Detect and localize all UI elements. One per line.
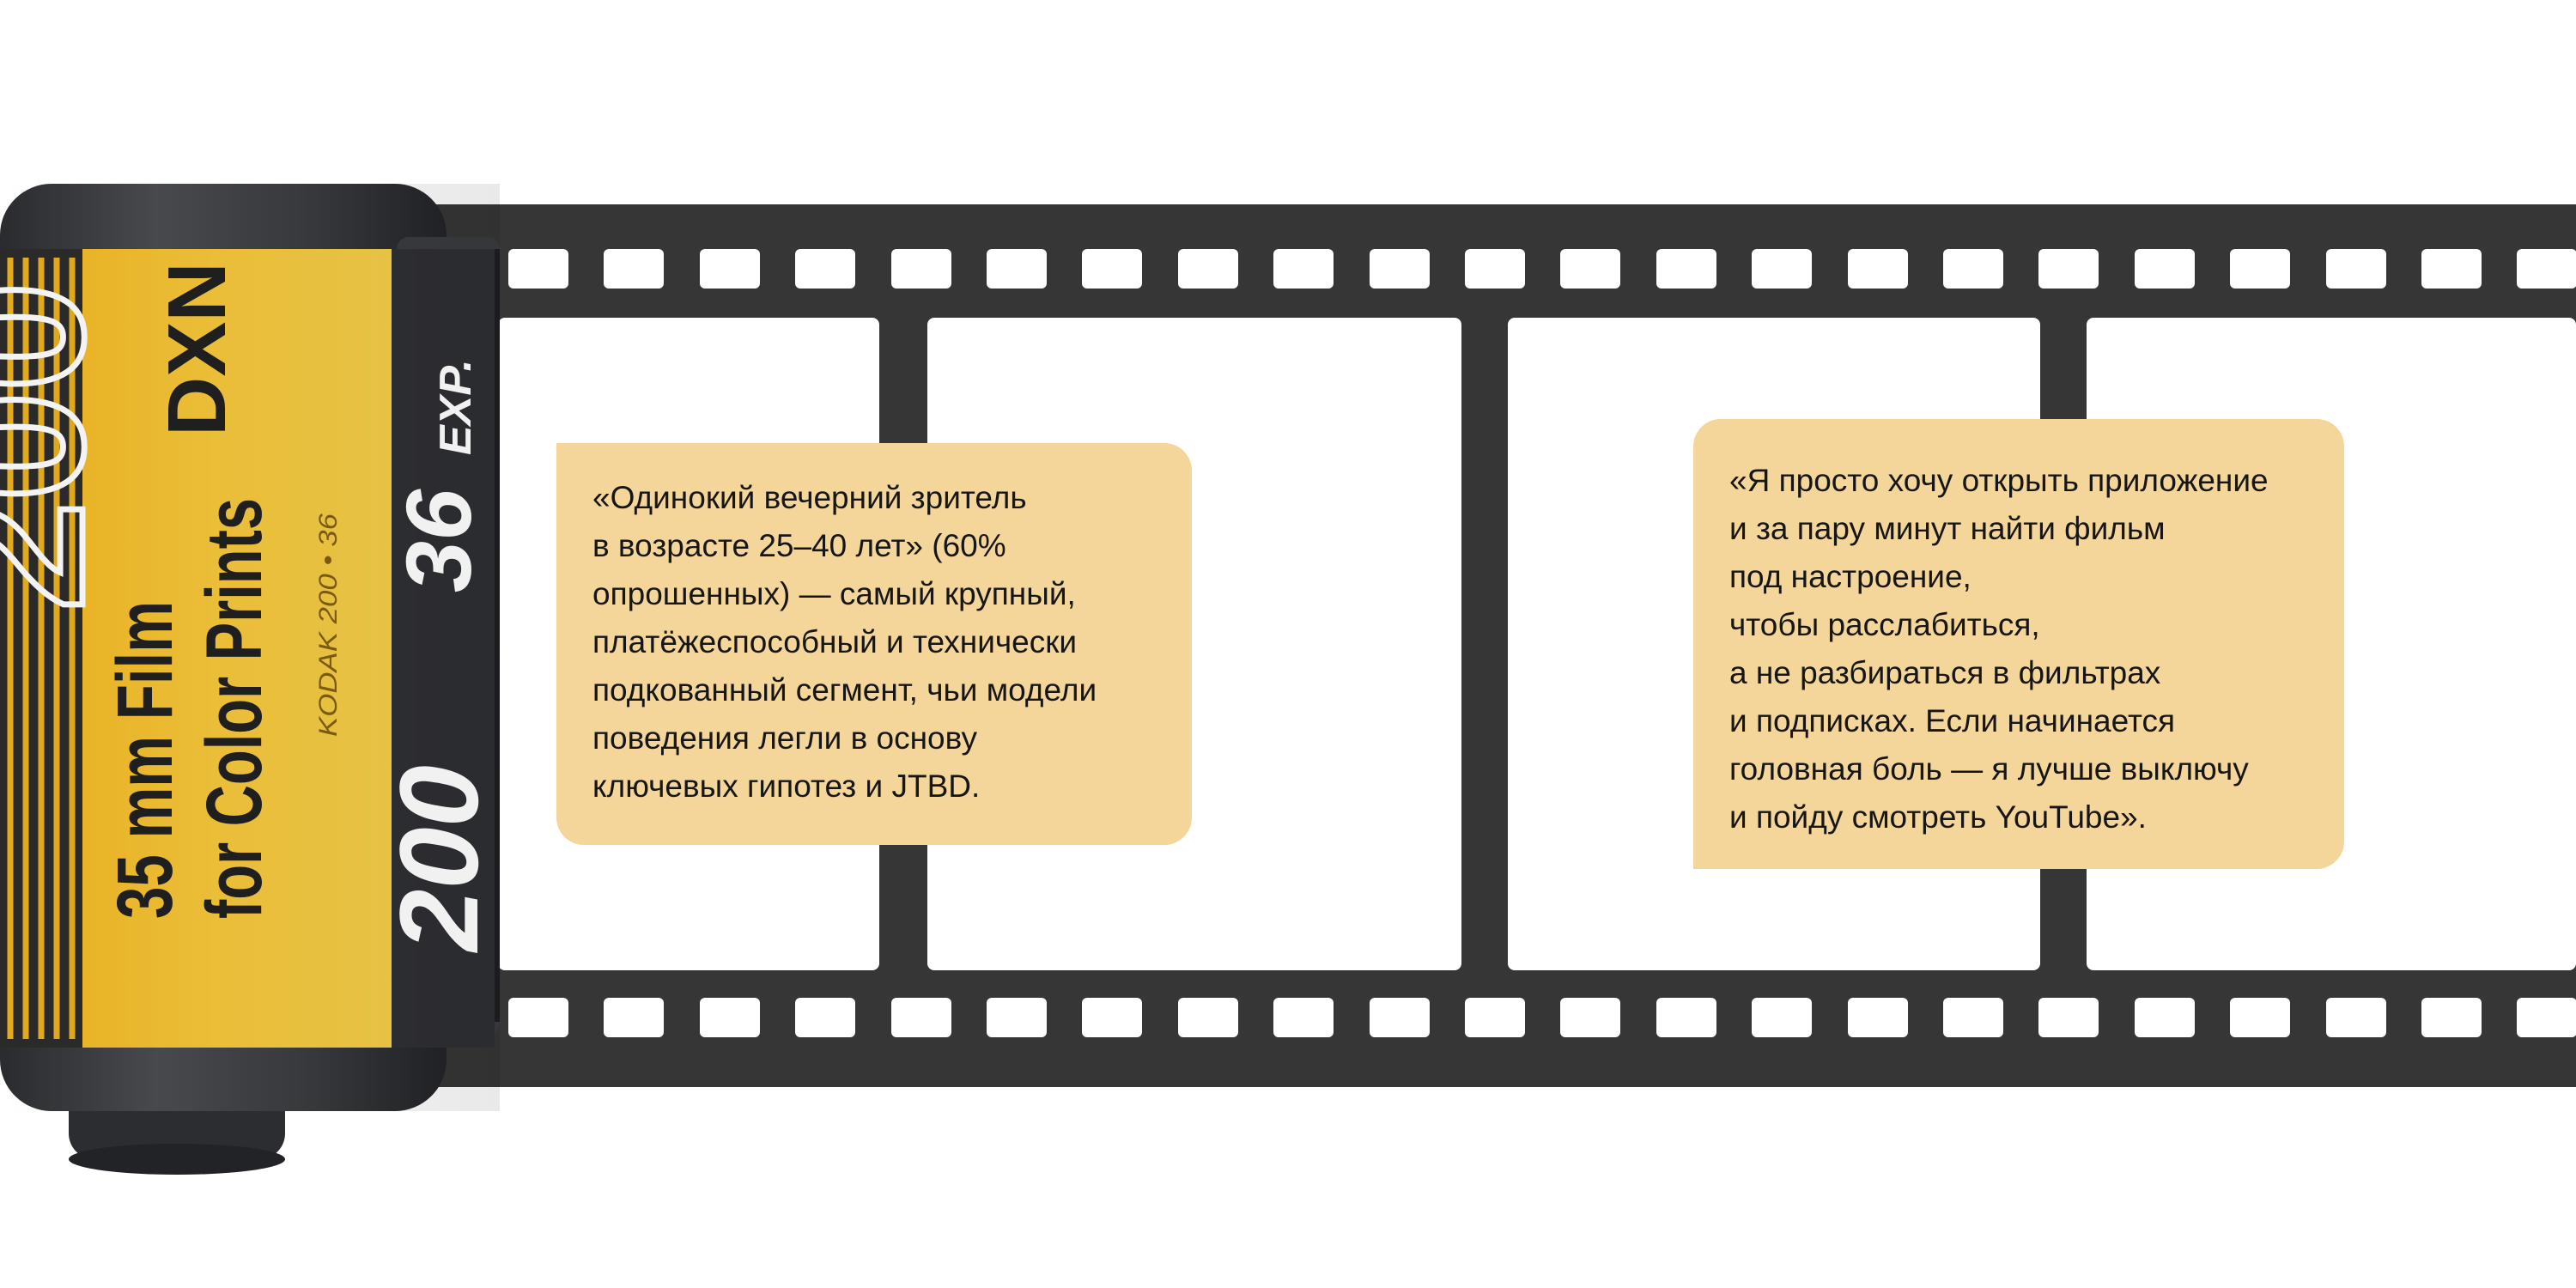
quote-right-line: и подписках. Если начинается <box>1729 703 2176 738</box>
quote-right-line: и пойду смотреть YouTube». <box>1729 799 2147 835</box>
quote-right-line: а не разбираться в фильтрах <box>1729 655 2161 690</box>
sprocket-hole <box>1273 998 1334 1037</box>
sprocket-hole <box>1848 249 1908 289</box>
canister-exp-suffix: EXP. <box>431 359 481 455</box>
sprocket-hole <box>604 249 664 289</box>
quote-left-line: подкованный сегмент, чьи модели <box>592 672 1097 708</box>
sprocket-hole <box>700 998 760 1037</box>
sprocket-hole <box>604 998 664 1037</box>
sprocket-hole <box>891 249 951 289</box>
quote-card-right: «Я просто хочу открыть приложение и за п… <box>1693 419 2344 869</box>
sprocket-hole <box>1370 998 1430 1037</box>
quote-left-line: ключевых гипотез и JTBD. <box>592 769 981 804</box>
sprocket-hole <box>1082 249 1142 289</box>
sprocket-hole <box>795 998 855 1037</box>
quote-card-left: «Одинокий вечерний зритель в возрасте 25… <box>556 443 1192 845</box>
quote-left-line: поведения легли в основу <box>592 720 977 756</box>
sprocket-hole <box>2135 249 2195 289</box>
sprocket-hole <box>987 998 1047 1037</box>
sprocket-holes-top <box>508 249 2576 289</box>
quote-left-line: «Одинокий вечерний зритель <box>592 480 1027 515</box>
sprocket-hole <box>2038 998 2099 1037</box>
sprocket-hole <box>1752 998 1812 1037</box>
sprocket-hole <box>2038 249 2099 289</box>
sprocket-hole <box>508 998 568 1037</box>
sprocket-hole <box>2421 249 2482 289</box>
canister-small-print: KODAK 200 • 36 <box>314 513 343 737</box>
quote-right-line: «Я просто хочу открыть приложение <box>1729 463 2269 498</box>
quote-right-line: под настроение, <box>1729 559 1971 594</box>
sprocket-hole <box>2421 998 2482 1037</box>
quote-right-line: головная боль — я лучше выключу <box>1729 751 2249 787</box>
sprocket-hole <box>2135 998 2195 1037</box>
sprocket-hole <box>2326 249 2386 289</box>
sprocket-holes-bottom <box>508 998 2576 1037</box>
sprocket-hole <box>1943 249 2003 289</box>
sprocket-hole <box>1082 998 1142 1037</box>
canister-format-line2: for Color Prints <box>191 498 278 919</box>
canister-iso-label: 200 <box>376 765 501 954</box>
sprocket-hole <box>1656 998 1716 1037</box>
sprocket-hole <box>700 249 760 289</box>
sprocket-hole <box>1560 998 1620 1037</box>
sprocket-hole <box>1943 998 2003 1037</box>
quote-left-line: платёжеспособный и технически <box>592 624 1078 659</box>
sprocket-hole <box>1178 249 1238 289</box>
canister-big-number: 200 <box>0 282 125 611</box>
canister-brand-mark: DXN <box>151 262 243 436</box>
sprocket-hole <box>2517 998 2576 1037</box>
sprocket-hole <box>1178 998 1238 1037</box>
sprocket-hole <box>2326 998 2386 1037</box>
sprocket-hole <box>1560 249 1620 289</box>
sprocket-hole <box>508 249 568 289</box>
quote-right-line: чтобы расслабиться, <box>1729 607 2040 642</box>
sprocket-hole <box>891 998 951 1037</box>
sprocket-hole <box>1752 249 1812 289</box>
sprocket-hole <box>1656 249 1716 289</box>
film-canister: 200 35 mm Film for Color Prints KODAK 20… <box>0 184 501 1175</box>
canister-exp-count: 36 <box>386 489 490 592</box>
sprocket-hole <box>1465 998 1525 1037</box>
quote-left-line: опрошенных) — самый крупный, <box>592 576 1076 611</box>
sprocket-hole <box>987 249 1047 289</box>
quote-right-line: и за пару минут найти фильм <box>1729 511 2166 546</box>
sprocket-hole <box>2517 249 2576 289</box>
sprocket-hole <box>2230 998 2290 1037</box>
sprocket-hole <box>2230 249 2290 289</box>
sprocket-hole <box>1273 249 1334 289</box>
sprocket-hole <box>1848 998 1908 1037</box>
sprocket-hole <box>1370 249 1430 289</box>
quote-left-line: в возрасте 25–40 лет» (60% <box>592 528 1006 563</box>
sprocket-hole <box>1465 249 1525 289</box>
sprocket-hole <box>795 249 855 289</box>
canister-format-line1: 35 mm Film <box>101 601 189 919</box>
